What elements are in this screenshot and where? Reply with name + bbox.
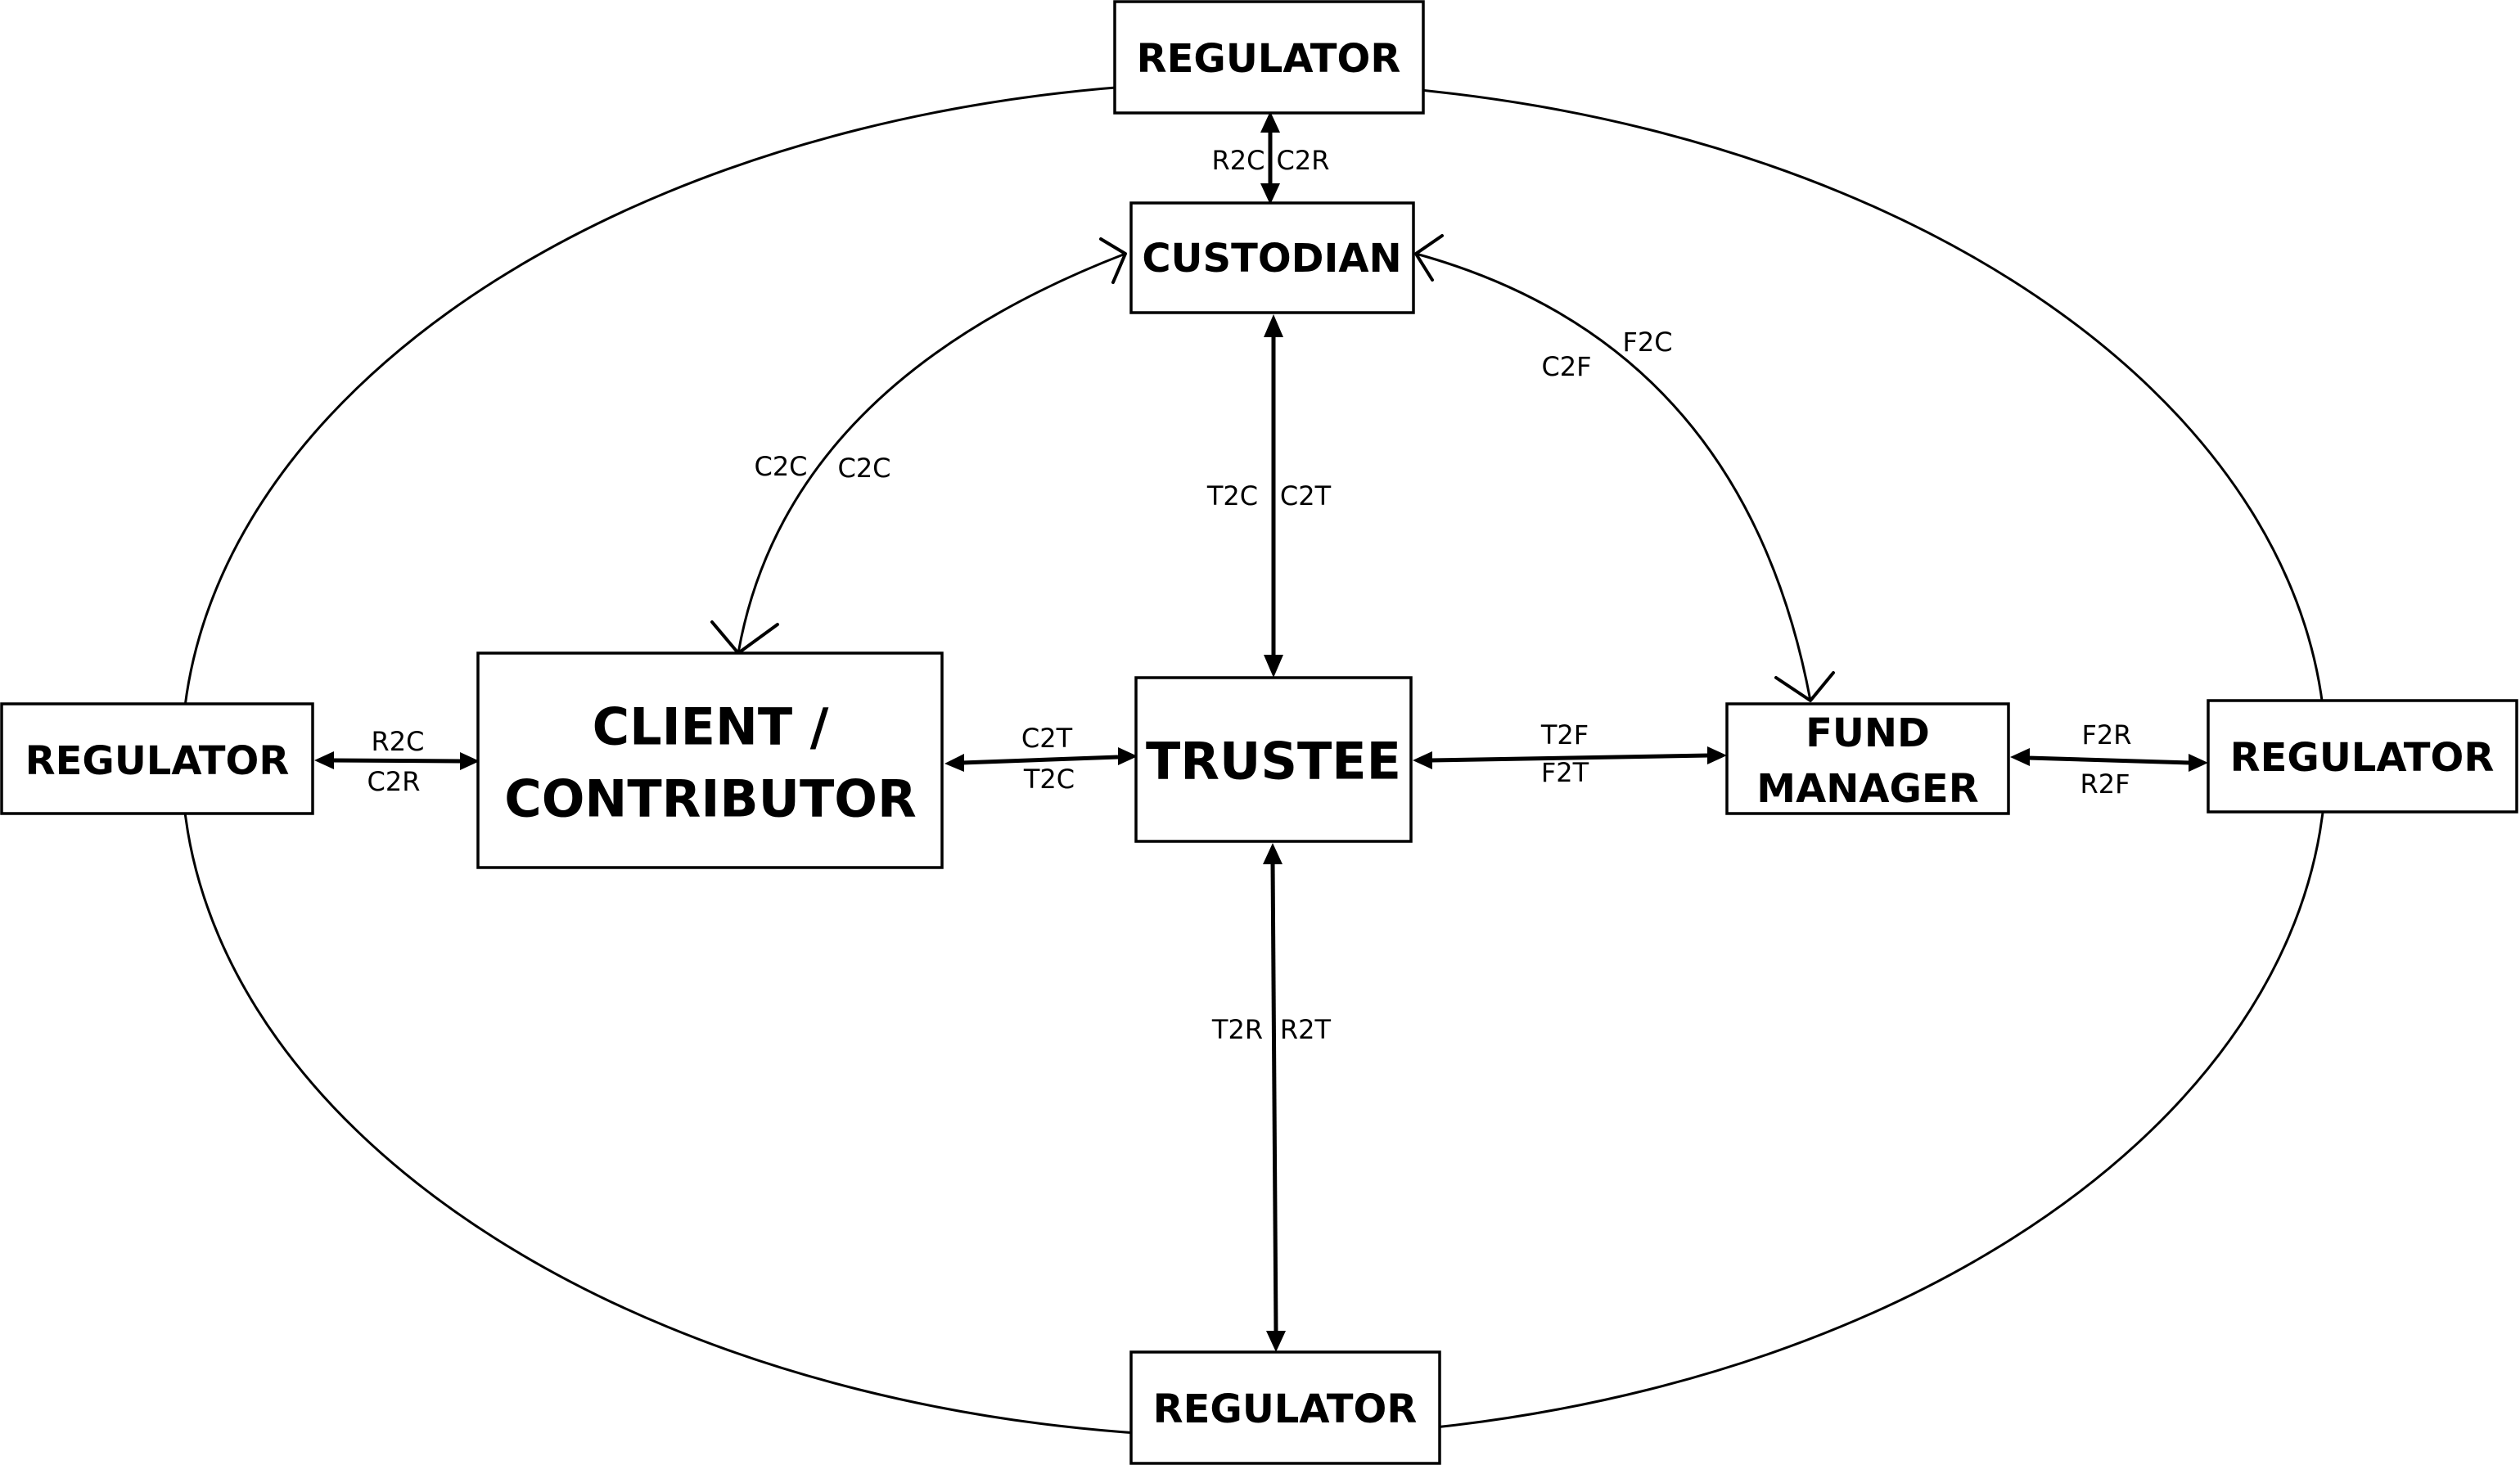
client-label-line2: CONTRIBUTOR [504,769,917,829]
edge-label-t2c-center: T2C [1206,480,1258,512]
regulator-right-label: REGULATOR [2230,735,2495,781]
edge-label-c2c-left: C2C [754,451,807,482]
regulator-bottom-node: REGULATOR [1129,1350,1441,1465]
edge-label-c2r-left: C2R [367,766,421,797]
edge-label-f2c: F2C [1622,327,1672,358]
edge-label-c2t: C2T [1021,723,1073,754]
link-custodian-fund [1414,234,1835,702]
edge-label-r2c-left: R2C [372,726,425,757]
edge-label-r2c-top: R2C [1212,145,1265,176]
regulator-right-node: REGULATOR [2207,699,2518,814]
link-fund-regright [2010,748,2208,772]
edge-label-t2f: T2F [1540,719,1589,751]
link-custodian-client [710,237,1127,655]
edge-label-c2f: C2F [1541,351,1591,382]
edge-label-c2c-right: C2C [837,453,890,484]
fund-manager-label-line1: FUND [1805,710,1930,756]
link-regleft-client [314,751,480,770]
edge-label-c2t-center: C2T [1280,480,1332,512]
edge-label-t2c: T2C [1023,764,1075,795]
custodian-label: CUSTODIAN [1142,236,1401,282]
edge-label-f2r: F2R [2082,719,2132,751]
link-trustee-regbottom [1263,843,1286,1352]
fund-manager-node: FUND MANAGER [1725,702,2010,815]
trustee-node: TRUSTEE [1134,676,1413,843]
edge-label-t2r: T2R [1211,1014,1263,1045]
regulator-top-label: REGULATOR [1137,36,1401,82]
edge-label-r2f: R2F [2080,769,2130,800]
link-trustee-fund [1413,746,1727,769]
regulator-left-node: REGULATOR [0,702,314,815]
client-label-line1: CLIENT / [593,697,829,757]
custodian-node: CUSTODIAN [1129,201,1415,314]
link-regtop-custodian [1260,111,1280,205]
edge-label-f2t: F2T [1541,757,1589,788]
trustee-label: TRUSTEE [1146,732,1401,791]
client-contributor-node: CLIENT / CONTRIBUTOR [476,651,944,869]
regulator-left-label: REGULATOR [25,738,290,784]
edge-label-c2r-top: C2R [1277,145,1330,176]
regulator-bottom-label: REGULATOR [1153,1386,1418,1432]
fund-manager-label-line2: MANAGER [1756,766,1978,812]
link-custodian-trustee [1264,314,1283,678]
regulator-top-node: REGULATOR [1113,0,1425,115]
edge-label-r2t: R2T [1280,1014,1332,1045]
link-client-trustee [944,747,1138,772]
